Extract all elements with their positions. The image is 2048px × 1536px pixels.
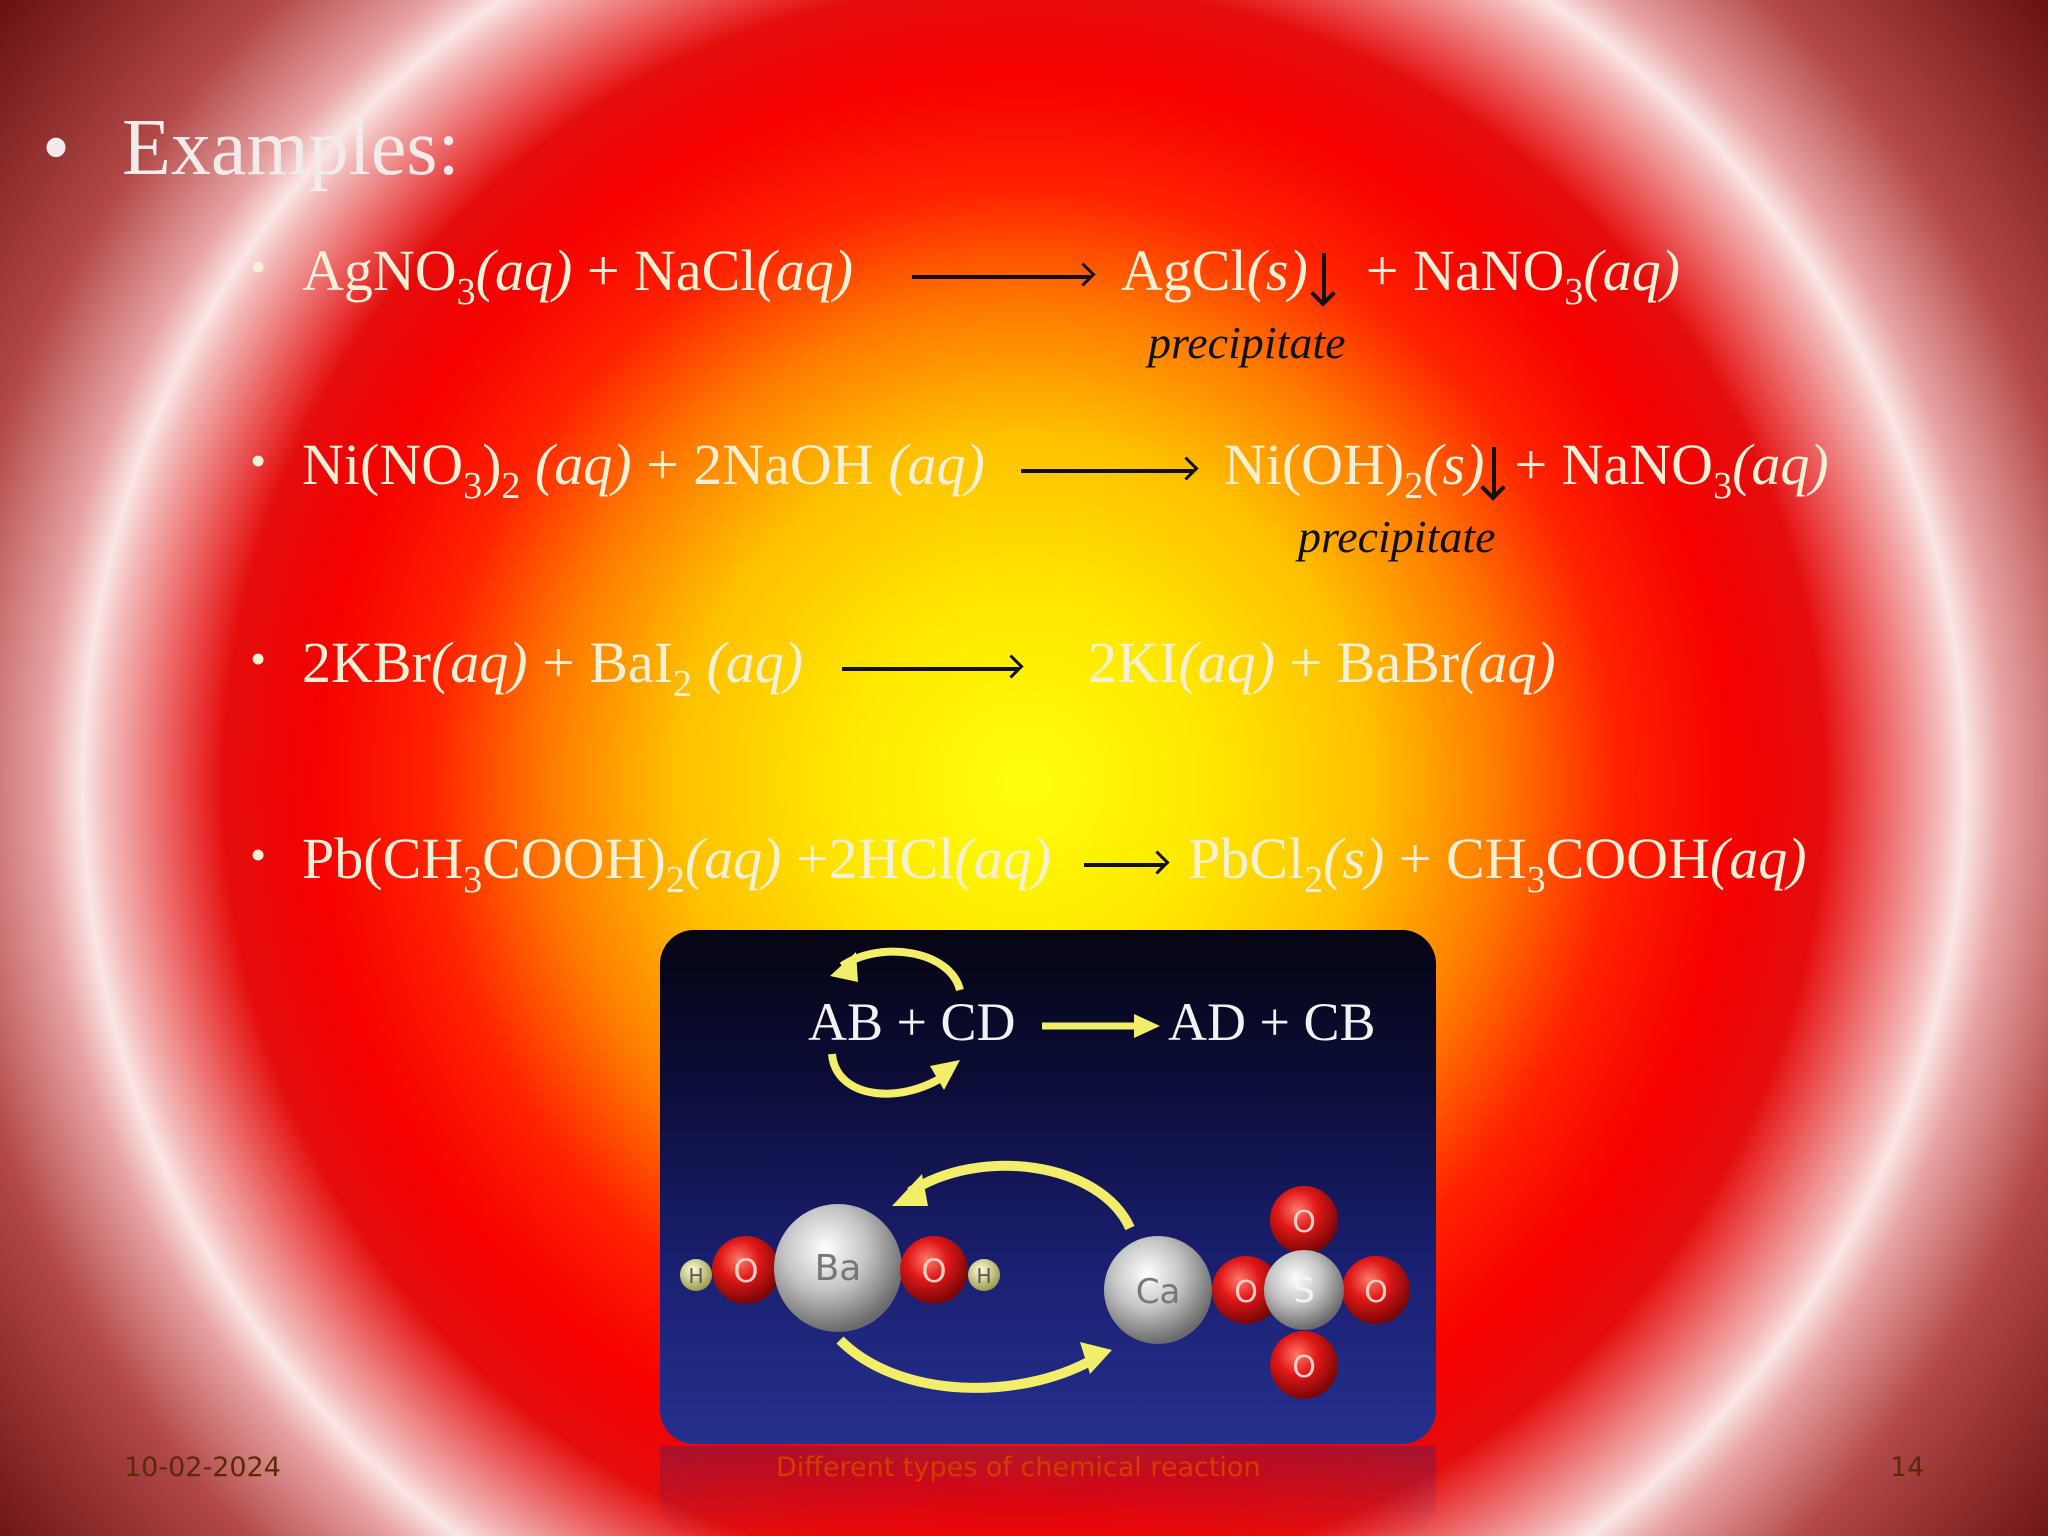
figure-reaction-arrowhead-icon (1134, 1014, 1160, 1038)
oxygen-atom-icon (1342, 1256, 1410, 1324)
figure-reflection (660, 1446, 1436, 1536)
barium-hydroxide-molecule: H O Ba O H (680, 1204, 1000, 1332)
svg-text:Ba: Ba (815, 1248, 862, 1289)
bullet: • (250, 829, 267, 880)
svg-text:O: O (733, 1252, 758, 1290)
svg-text:S: S (1293, 1271, 1315, 1311)
equation-1-text: AgNO3(aq) + NaCl(aq) AgCl(s)+ NaNO3(aq) (302, 238, 1681, 313)
precipitate-label-2: precipitate (1298, 511, 1496, 562)
bullet: • (250, 633, 267, 684)
double-displacement-figure: AB + CD AD + CB H O Ba (660, 930, 1436, 1444)
figure-equation-left: AB + CD (808, 992, 1015, 1052)
precipitate-label-1: precipitate (1148, 317, 1346, 368)
reaction-arrow-icon (1083, 862, 1164, 867)
bullet: • (250, 241, 267, 292)
footer-page-number: 14 (1890, 1452, 1925, 1483)
precipitate-down-arrow-icon (1492, 446, 1497, 495)
heading-text: Examples: (122, 104, 460, 192)
oxygen-atom-icon (712, 1236, 780, 1304)
swap-arrow-bottom-icon (828, 1053, 953, 1098)
precipitate-down-arrow-icon (1321, 252, 1326, 301)
reaction-arrow-icon (911, 274, 1090, 279)
slide-heading: •Examples: (42, 108, 460, 188)
footer-title: Different types of chemical reaction (776, 1452, 1261, 1483)
bullet: • (250, 435, 267, 486)
figure-equation-right: AD + CB (1168, 992, 1375, 1052)
footer-date: 10-02-2024 (124, 1452, 281, 1483)
svg-text:Ca: Ca (1136, 1272, 1181, 1312)
svg-text:O: O (1292, 1205, 1316, 1240)
calcium-sulfate-molecule: Ca O S O O O (1104, 1186, 1410, 1399)
oxygen-atom-icon (1270, 1186, 1338, 1254)
equation-2-text: Ni(NO3)2 (aq) + 2NaOH (aq) Ni(OH)2(s)+ N… (302, 432, 1829, 507)
equation-4-text: Pb(CH3COOH)2(aq) +2HCl(aq) PbCl2(s) + CH… (302, 826, 1807, 901)
oxygen-atom-icon (900, 1236, 968, 1304)
exchange-arrow-bottom-icon (836, 1336, 1095, 1393)
exchange-arrow-top-icon (907, 1160, 1135, 1231)
svg-text:H: H (688, 1264, 703, 1288)
barium-atom-icon (774, 1204, 902, 1332)
svg-text:O: O (921, 1252, 946, 1290)
reaction-arrow-icon (1021, 468, 1194, 473)
svg-text:O: O (1292, 1350, 1316, 1385)
reaction-arrow-icon (841, 666, 1018, 671)
hydrogen-atom-icon (968, 1259, 1000, 1291)
swap-arrow-top-icon (839, 947, 964, 992)
svg-text:O: O (1364, 1275, 1388, 1310)
calcium-atom-icon (1104, 1236, 1212, 1344)
hydrogen-atom-icon (680, 1259, 712, 1291)
equation-3-text: 2KBr(aq) + BaI2 (aq) 2KI(aq) + BaBr(aq) (302, 630, 1556, 705)
oxygen-atom-icon (1270, 1331, 1338, 1399)
bullet: • (42, 104, 71, 192)
svg-text:H: H (976, 1264, 991, 1288)
oxygen-atom-icon (1212, 1256, 1280, 1324)
svg-text:O: O (1234, 1275, 1258, 1310)
figure-illustration: AB + CD AD + CB H O Ba (680, 947, 1410, 1399)
sulfur-atom-icon (1264, 1250, 1344, 1330)
